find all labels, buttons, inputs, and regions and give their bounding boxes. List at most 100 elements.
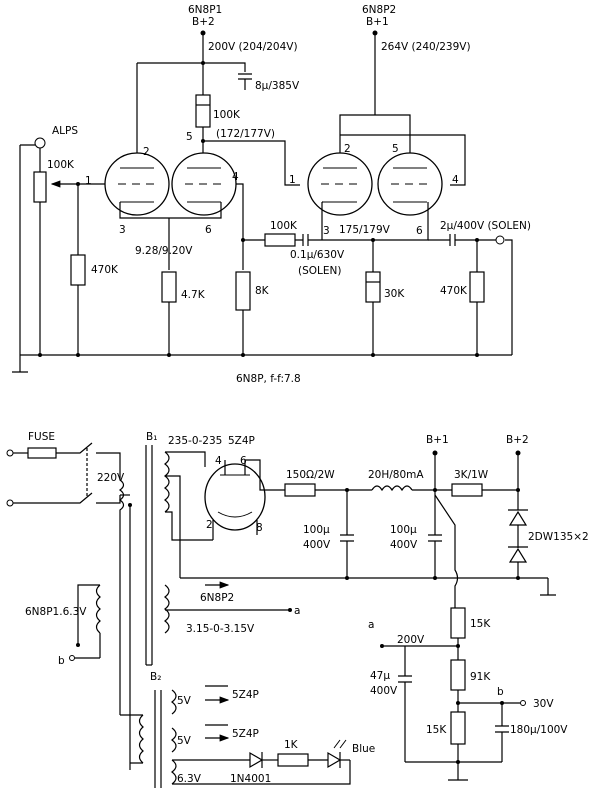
heater-b-label: b	[58, 655, 65, 667]
output-jack[interactable]	[495, 235, 505, 245]
mains-terminal-2	[6, 499, 14, 507]
rect-pin6: 6	[240, 455, 247, 467]
tube2-volt: 264V (240/239V)	[381, 41, 471, 53]
r-100k-series-label: 100K	[270, 220, 298, 232]
choke-inductor	[371, 485, 413, 492]
tube2-supply: B+1	[366, 16, 389, 28]
rect-tube-label: 5Z4P	[228, 435, 255, 447]
ground-symbol	[12, 355, 28, 373]
b2-label: B₂	[150, 671, 161, 683]
wire	[137, 62, 246, 72]
r-8k-label: 8K	[255, 285, 270, 297]
input-jack[interactable]	[34, 137, 46, 149]
pin-2-label: 2	[143, 146, 150, 158]
power-switch-1[interactable]	[56, 442, 121, 470]
winding-5v-2	[171, 727, 177, 753]
winding-5v-1	[171, 689, 177, 715]
w5v-1-label: 5V	[177, 695, 192, 707]
winding-315-label: 3.15-0-3.15V	[186, 623, 255, 635]
cap-01-label: 0.1μ/630V	[290, 249, 345, 261]
p2-pin-1-label: 1	[289, 174, 296, 186]
resistor-470k-out	[469, 271, 485, 303]
volt-30v-label: 30V	[533, 698, 554, 710]
fuse	[27, 447, 57, 459]
tube1-volt: 200V (204/204V)	[208, 41, 298, 53]
r-3k-label: 3K/1W	[454, 469, 489, 481]
tube2-name: 6N8P2	[362, 4, 396, 16]
led-label: Blue	[352, 743, 375, 755]
power-switch-2[interactable]	[13, 492, 121, 504]
diode-1n4001	[249, 751, 264, 769]
resistor-100k-series	[264, 233, 296, 247]
node-b-label: b	[497, 686, 504, 698]
transformer-b2-core	[154, 690, 162, 788]
w5v-2-label: 5V	[177, 735, 192, 747]
zener-1	[508, 509, 528, 526]
alps-label: ALPS	[52, 125, 78, 137]
transformer-b1-core	[145, 445, 153, 665]
power-supply-section: FUSE 220V B₁ 235-0-235 5Z4P 4 6 2 8	[6, 431, 589, 788]
cap-8u-label: 8μ/385V	[255, 80, 300, 92]
rect-pin8: 8	[256, 522, 263, 534]
out-volt: 175/179V	[339, 224, 391, 236]
r-15k-top-label: 15K	[470, 618, 491, 630]
cap-180u-label: 180μ/100V	[510, 724, 568, 736]
winding-a-label: a	[294, 605, 300, 617]
resistor-15k-top	[450, 607, 466, 639]
rect-pin4: 4	[215, 455, 222, 467]
resistor-150	[284, 483, 316, 497]
w63-label: 6.3V	[177, 773, 202, 785]
heater-label: 6N8P1.6.3V	[25, 606, 87, 618]
cap-100u-2	[428, 490, 442, 578]
r-470k-grid-label: 470K	[91, 264, 119, 276]
p2-pin-6-label: 6	[416, 225, 423, 237]
bplus2-label: B+2	[506, 434, 529, 446]
resistor-8k	[235, 271, 251, 311]
led-light-icon	[333, 739, 347, 749]
zener-label: 2DW135×2	[528, 531, 589, 543]
cap-100u-1b: 400V	[303, 539, 331, 551]
diode-label: 1N4001	[230, 773, 271, 785]
zener-2	[508, 546, 528, 563]
hv-secondary-winding	[164, 451, 170, 513]
solen-1-label: (SOLEN)	[298, 265, 341, 277]
cap-2u-label: 2μ/400V (SOLEN)	[440, 220, 531, 232]
fuse-label: FUSE	[28, 431, 55, 443]
cap-100u-2a: 100μ	[390, 524, 417, 536]
cap-180u	[495, 703, 509, 762]
bplus1-label: B+1	[426, 434, 449, 446]
r-470k-out-label: 470K	[440, 285, 468, 297]
pin-5-label: 5	[186, 131, 193, 143]
b1-label: B₁	[146, 431, 157, 443]
led-blue	[327, 751, 342, 769]
winding-6n8p2-label: 6N8P2	[200, 592, 234, 604]
mains-label: 220V	[97, 472, 125, 484]
r-91k-label: 91K	[470, 671, 491, 683]
tube1-supply: B+2	[192, 16, 215, 28]
node5-volt: (172/177V)	[216, 128, 275, 140]
resistor-470k-grid	[70, 254, 86, 286]
heater-winding-6n8p2	[164, 584, 170, 634]
cap-47u	[398, 646, 412, 762]
p2-pin-3-label: 3	[323, 225, 330, 237]
w5v-2-to-label: 5Z4P	[232, 728, 259, 740]
cap-2u-symbol	[428, 234, 496, 246]
transformer-b2-primary	[138, 714, 144, 764]
resistor-4k7	[161, 271, 177, 303]
cap-47u-a: 47μ	[370, 670, 390, 682]
tube-caption: 6N8P, f-f:7.8	[236, 373, 301, 385]
pin-1-label: 1	[85, 175, 92, 187]
r-100k-plate-label: 100K	[213, 109, 241, 121]
p2-pin-2-label: 2	[344, 143, 351, 155]
pin-3-label: 3	[119, 224, 126, 236]
cap-100u-1	[340, 490, 354, 578]
resistor-3k	[451, 483, 483, 497]
alps-potentiometer[interactable]	[33, 171, 47, 203]
cathode-volt: 9.28/9.20V	[135, 245, 193, 257]
winding-6v3	[171, 759, 177, 785]
choke-label: 20H/80mA	[368, 469, 424, 481]
pot-100k-label: 100K	[47, 159, 75, 171]
cap-8u-symbol	[238, 73, 252, 80]
node-200v-label: 200V	[397, 634, 425, 646]
hv-ground-symbol	[540, 578, 556, 596]
